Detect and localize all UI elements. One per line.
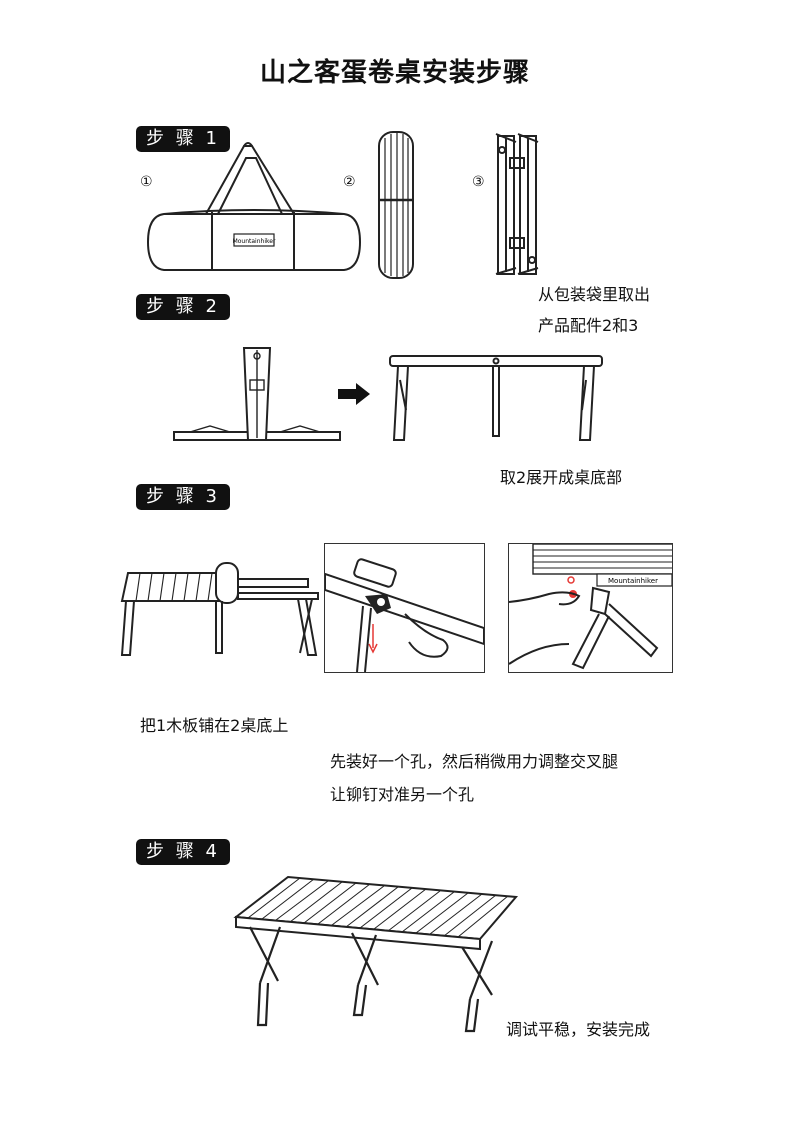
part-3-number: ③ — [472, 174, 485, 190]
step-3-caption-line-2: 先装好一个孔，然后稍微用力调整交叉腿 — [330, 752, 619, 771]
step-3-caption-line-1: 把1木板铺在2桌底上 — [140, 716, 289, 735]
rivet-closeup-illustration — [324, 543, 485, 673]
page-title: 山之客蛋卷桌安装步骤 — [259, 58, 530, 88]
step-1-badge: 步 骤 1 — [136, 126, 230, 152]
folded-base-illustration — [490, 128, 550, 283]
frame-brand-label: Mountainhiker — [608, 577, 658, 585]
base-folded-upright-illustration — [170, 340, 345, 450]
bag-brand-label: Mountainhiker — [233, 238, 276, 245]
part-1-number: ① — [140, 174, 153, 190]
unrolling-tabletop-illustration — [112, 555, 322, 665]
step-3-caption-line-3: 让铆钉对准另一个孔 — [330, 785, 475, 804]
part-2-number: ② — [343, 174, 356, 190]
cross-leg-closeup-illustration: Mountainhiker — [508, 543, 673, 673]
carry-bag-illustration: Mountainhiker — [144, 136, 364, 276]
assembled-table-illustration — [230, 875, 520, 1035]
arrow-icon — [336, 382, 372, 406]
step-2-caption: 取2展开成桌底部 — [500, 468, 623, 487]
step-1-caption-line-1: 从包装袋里取出 — [538, 285, 651, 304]
step-1-caption-line-2: 产品配件2和3 — [538, 316, 639, 335]
step-4-caption: 调试平稳，安装完成 — [506, 1020, 651, 1039]
step-2-badge: 步 骤 2 — [136, 294, 230, 320]
rolled-tabletop-illustration — [376, 128, 416, 283]
base-expanded-illustration — [386, 350, 606, 445]
step-3-badge: 步 骤 3 — [136, 484, 230, 510]
step-4-badge: 步 骤 4 — [136, 839, 230, 865]
